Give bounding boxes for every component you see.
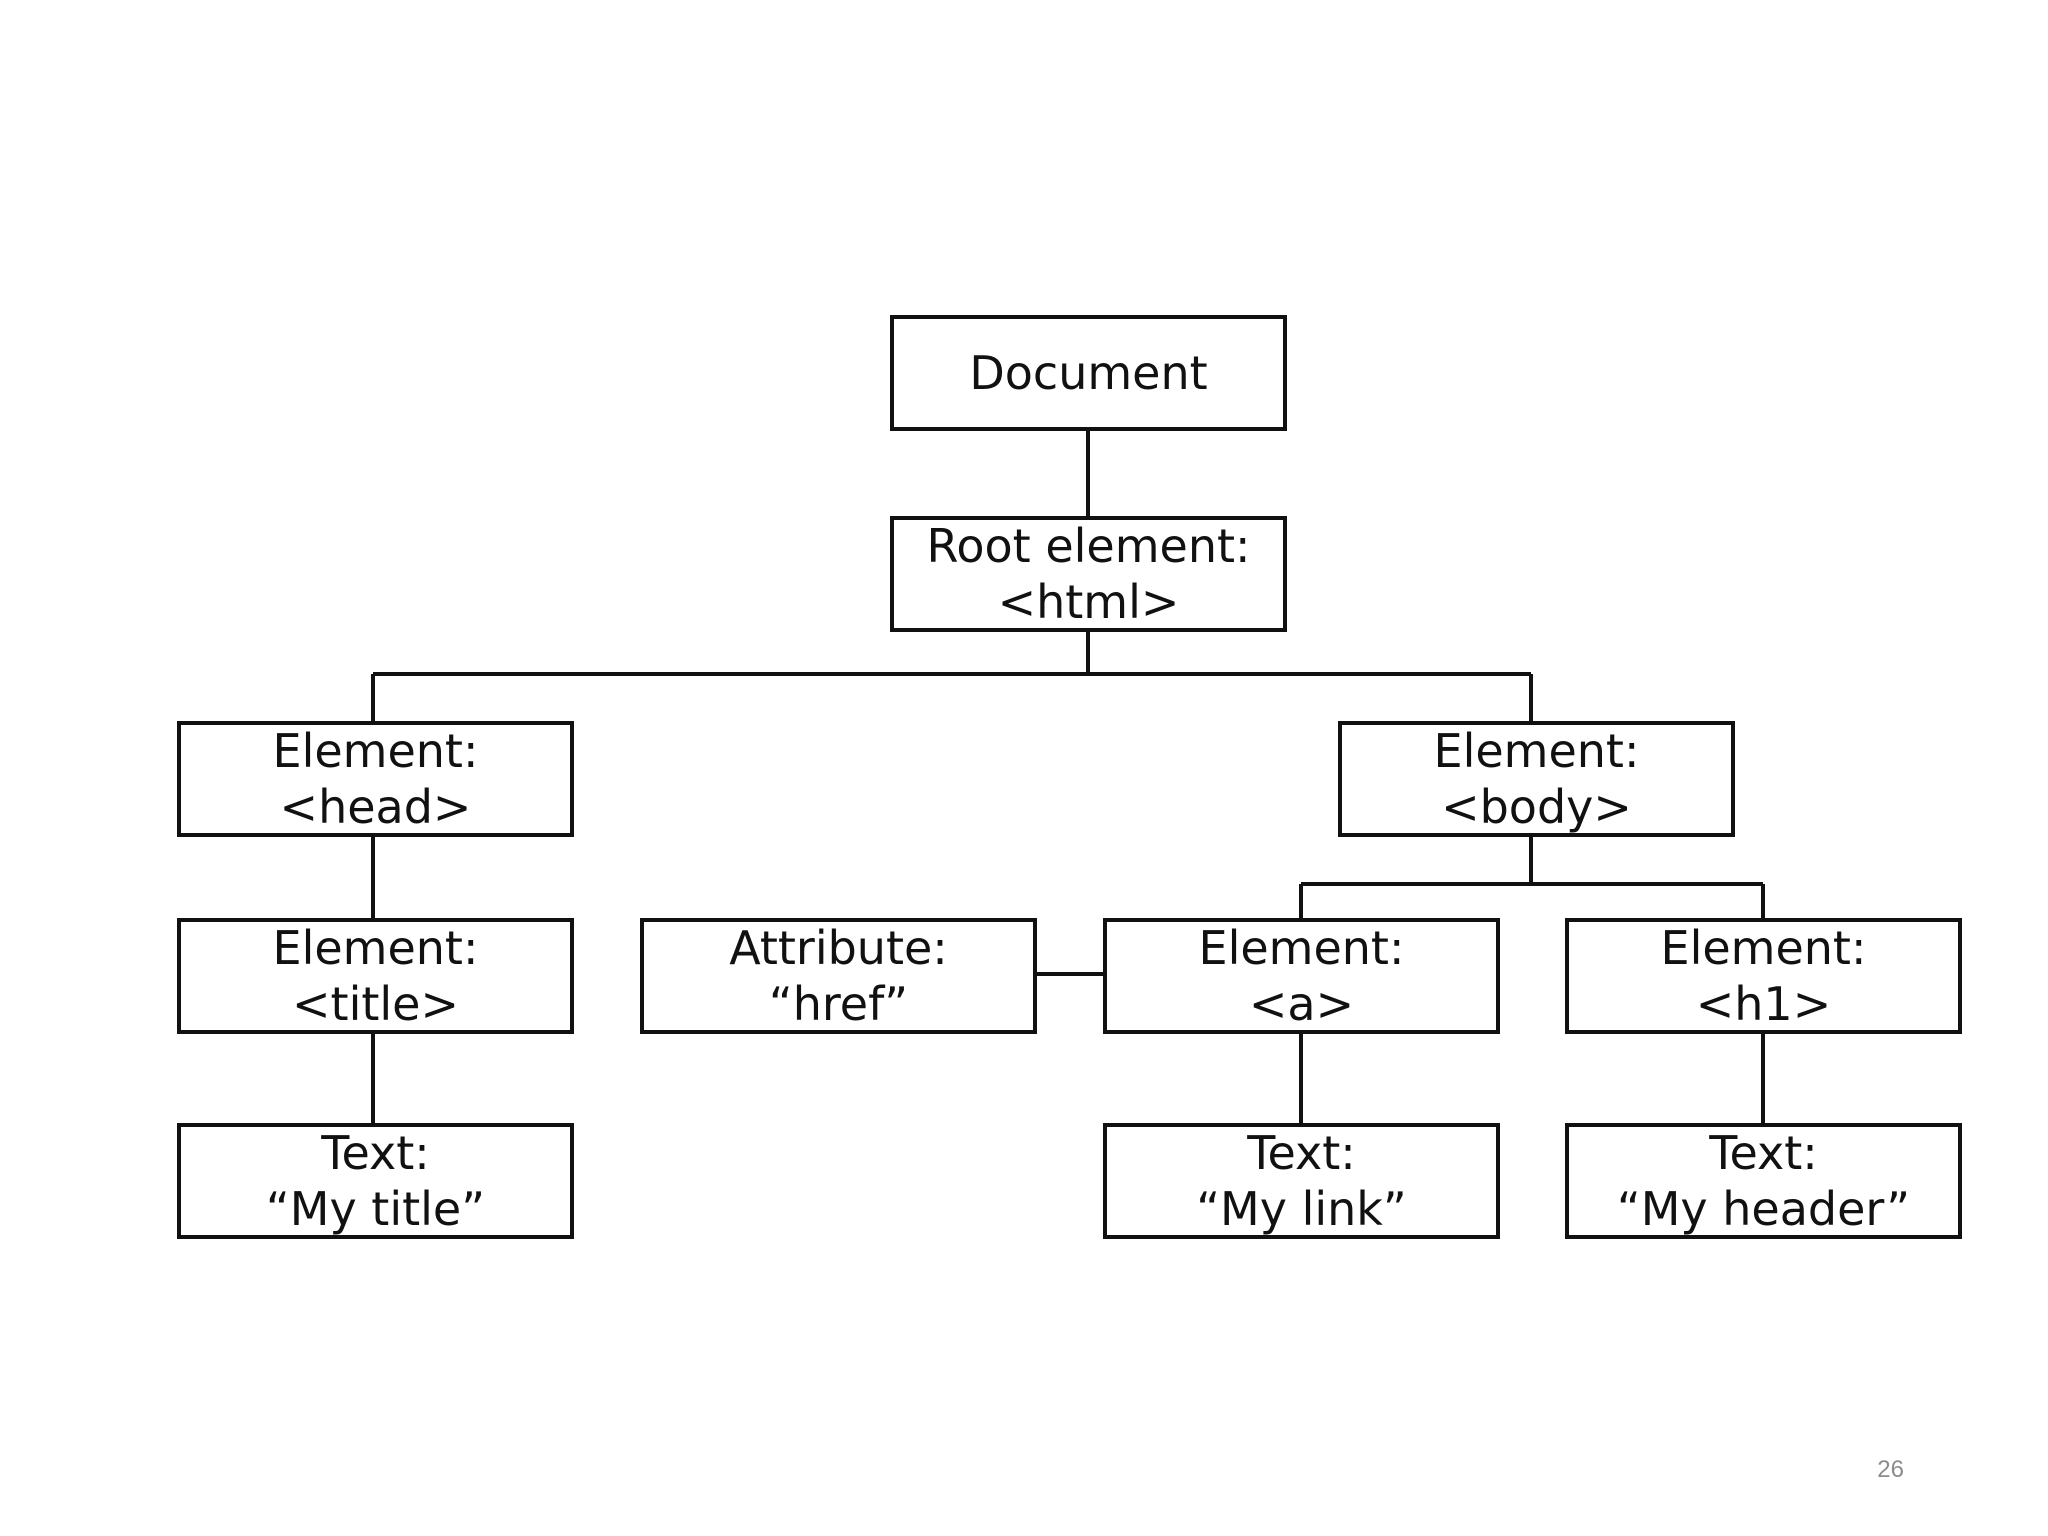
node-a-element: Element: <a> <box>1103 918 1500 1034</box>
node-title-element-tag: <title> <box>291 977 460 1031</box>
node-text-my-link: Text: “My link” <box>1103 1123 1500 1239</box>
node-root-element-label: Root element: <box>926 519 1251 573</box>
node-h1-element: Element: <h1> <box>1565 918 1962 1034</box>
slide-number: 26 <box>1877 1456 1904 1483</box>
node-body-element-tag: <body> <box>1441 780 1632 834</box>
node-root-element-tag: <html> <box>997 575 1180 629</box>
node-document-label: Document <box>969 346 1208 400</box>
node-attribute-href: Attribute: “href” <box>640 918 1037 1034</box>
node-title-element-label: Element: <box>272 921 479 975</box>
node-text-my-link-value: “My link” <box>1196 1182 1407 1236</box>
node-h1-element-tag: <h1> <box>1695 977 1832 1031</box>
node-h1-element-label: Element: <box>1660 921 1867 975</box>
node-a-element-tag: <a> <box>1248 977 1355 1031</box>
node-head-element-label: Element: <box>272 724 479 778</box>
node-text-my-title-value: “My title” <box>265 1182 486 1236</box>
node-a-element-label: Element: <box>1198 921 1405 975</box>
node-text-my-title-label: Text: <box>321 1126 430 1180</box>
node-text-my-title: Text: “My title” <box>177 1123 574 1239</box>
node-head-element-tag: <head> <box>279 780 472 834</box>
node-text-my-header-label: Text: <box>1709 1126 1818 1180</box>
node-document: Document <box>890 315 1287 431</box>
node-text-my-link-label: Text: <box>1247 1126 1356 1180</box>
node-attribute-href-label: Attribute: <box>729 921 948 975</box>
node-body-element-label: Element: <box>1433 724 1640 778</box>
node-root-element: Root element: <html> <box>890 516 1287 632</box>
node-text-my-header-value: “My header” <box>1616 1182 1911 1236</box>
node-head-element: Element: <head> <box>177 721 574 837</box>
node-body-element: Element: <body> <box>1338 721 1735 837</box>
node-text-my-header: Text: “My header” <box>1565 1123 1962 1239</box>
node-title-element: Element: <title> <box>177 918 574 1034</box>
node-attribute-href-value: “href” <box>768 977 909 1031</box>
